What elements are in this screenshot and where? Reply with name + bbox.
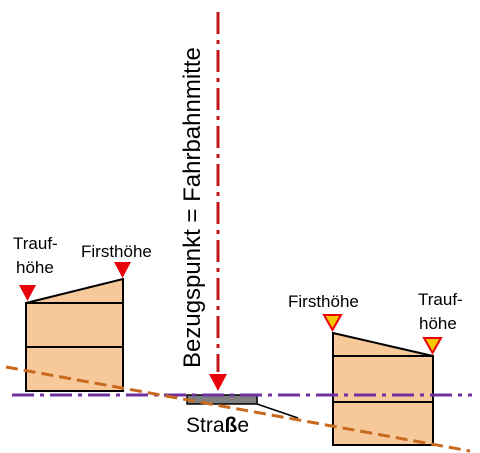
vertical-reference-label: Bezugspunkt = Fahrbahnmitte xyxy=(179,47,206,368)
reference-point-marker xyxy=(209,374,227,391)
road-label: Straße xyxy=(186,414,249,437)
left-building xyxy=(25,277,124,392)
right-eave-label-line1: Trauf- xyxy=(418,290,463,309)
left-eave-label-line2: höhe xyxy=(16,258,54,277)
right-ridge-marker xyxy=(322,314,343,333)
left-building-roof xyxy=(25,277,124,304)
terrain-line xyxy=(5,365,471,453)
left-eave-marker xyxy=(19,285,36,301)
right-eave-label-line2: höhe xyxy=(419,314,457,333)
left-eave-label-line1: Trauf- xyxy=(13,234,58,253)
left-ridge-label: Firsthöhe xyxy=(81,242,152,261)
right-building-body xyxy=(332,355,434,446)
right-eave-marker xyxy=(422,337,443,356)
right-ridge-label: Firsthöhe xyxy=(288,292,359,311)
road-embankment-line xyxy=(256,403,299,419)
left-ridge-marker xyxy=(114,262,131,278)
right-building-roof xyxy=(332,331,434,357)
